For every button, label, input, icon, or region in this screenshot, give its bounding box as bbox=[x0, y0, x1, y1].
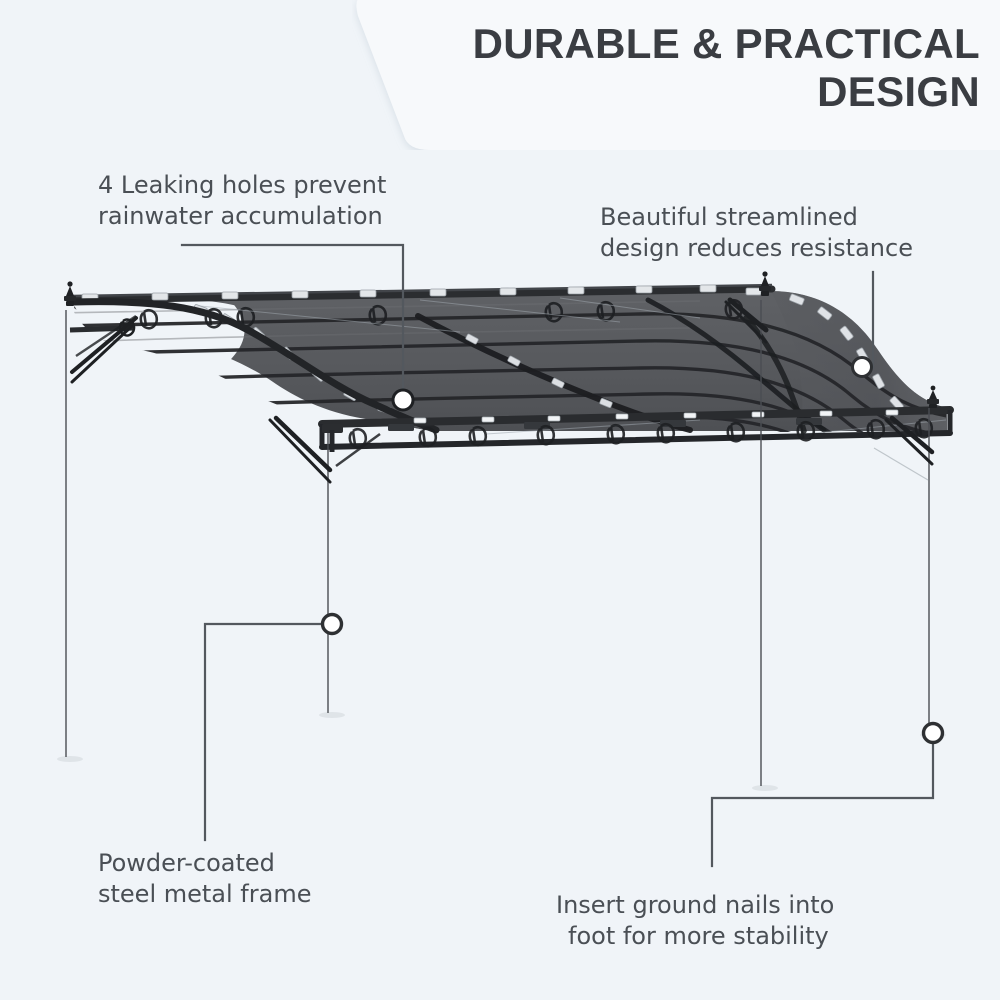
leader-ground-nails bbox=[710, 738, 935, 868]
callout-ground-nails-line2: foot for more stability bbox=[568, 921, 829, 950]
post-back-left bbox=[64, 281, 138, 757]
callout-markers bbox=[320, 356, 945, 745]
canopy-clips-top bbox=[81, 284, 762, 302]
leader-leaking-holes bbox=[180, 243, 405, 398]
page-title: DURABLE & PRACTICAL DESIGN bbox=[400, 20, 980, 116]
callout-powder-coated-frame-line1: Powder-coated bbox=[98, 849, 275, 877]
post-front-left bbox=[268, 415, 381, 713]
page-title-line1: DURABLE & PRACTICAL bbox=[472, 20, 980, 67]
marker-front-left-post bbox=[320, 612, 344, 636]
leader-powder-coated bbox=[203, 622, 328, 842]
edge-marker-canopy-right bbox=[851, 356, 873, 378]
marker-right-post-foot bbox=[921, 721, 945, 745]
leader-streamlined bbox=[866, 270, 875, 370]
finial-back-left bbox=[64, 281, 76, 306]
callout-streamlined-design-line1: Beautiful streamlined bbox=[600, 203, 858, 231]
canopy-back-rail bbox=[68, 283, 776, 304]
canopy-clips-right-curve bbox=[789, 293, 904, 411]
callout-ground-nails-line1: Insert ground nails into bbox=[556, 891, 835, 919]
callout-powder-coated-frame-line2: steel metal frame bbox=[98, 879, 312, 908]
canopy-left-edge-rib bbox=[70, 298, 440, 434]
canopy-clips-diagonal bbox=[465, 333, 613, 408]
callout-leaking-holes-line2: rainwater accumulation bbox=[98, 201, 383, 230]
page-title-line2: DESIGN bbox=[817, 67, 980, 115]
finial-back-middle bbox=[759, 271, 771, 296]
front-beam-plates bbox=[388, 418, 822, 431]
header-panel bbox=[352, 0, 1000, 150]
callout-streamlined-design-line2: design reduces resistance bbox=[600, 233, 913, 262]
hole-marker-canopy bbox=[391, 388, 415, 412]
front-beam-scroll-ornaments bbox=[348, 417, 934, 449]
callout-ground-nails: Insert ground nails into foot for more s… bbox=[556, 890, 834, 951]
post-front-right bbox=[873, 385, 939, 733]
callout-leaking-holes: 4 Leaking holes prevent rainwater accumu… bbox=[98, 170, 386, 231]
callout-streamlined-design: Beautiful streamlined design reduces res… bbox=[600, 202, 913, 263]
callout-leaking-holes-line1: 4 Leaking holes prevent bbox=[98, 171, 387, 199]
post-back-middle bbox=[724, 271, 771, 786]
finial-front-right bbox=[927, 385, 939, 408]
callout-powder-coated-frame: Powder-coated steel metal frame bbox=[98, 848, 311, 909]
